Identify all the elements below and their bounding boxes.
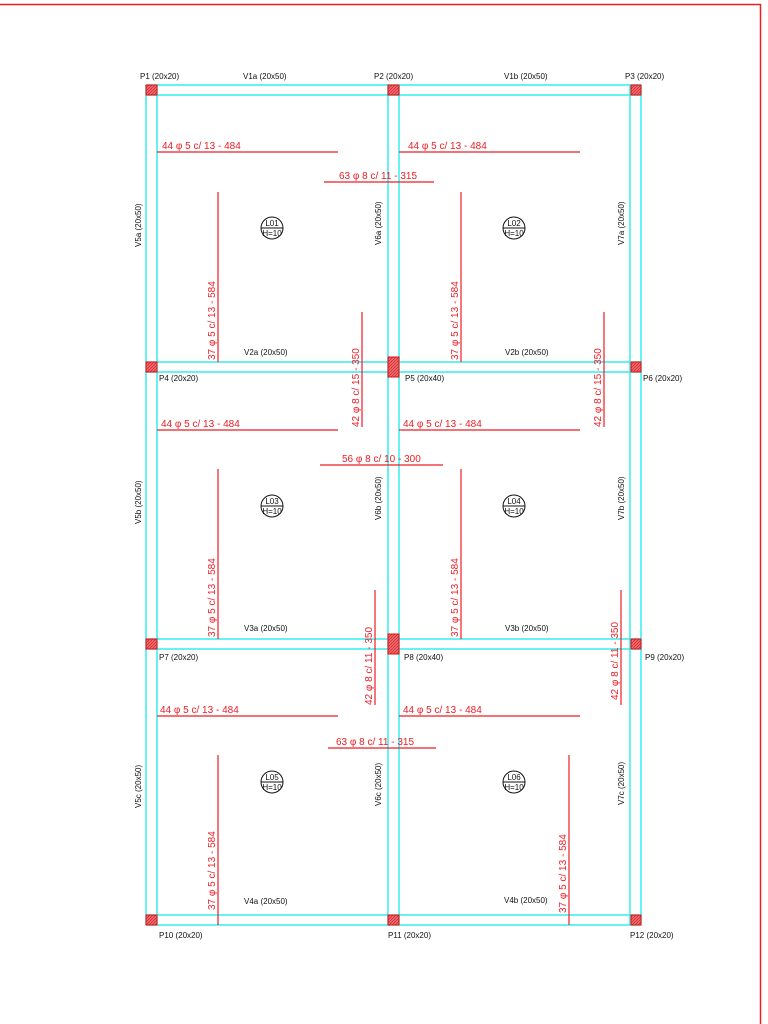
column-p9 (630, 638, 642, 650)
beam-label-v6a: V6a (20x50) (374, 201, 383, 245)
rebar-label-neg-v2-right: 42 φ 8 c/ 15 - 350 (593, 348, 604, 427)
column-p8 (387, 633, 400, 655)
rebar-label-l03-horiz: 44 φ 5 c/ 13 - 484 (161, 419, 240, 430)
rebar-label-neg-v2-left: 42 φ 8 c/ 15 - 350 (351, 348, 362, 427)
rebar-label-l02-vert: 37 φ 5 c/ 13 - 584 (450, 281, 461, 360)
beam-label-v7a: V7a (20x50) (617, 201, 626, 245)
slab-marker-l06: L06 H=10 (502, 770, 526, 794)
column-label-p9: P9 (20x20) (645, 653, 684, 662)
slab-name-l02: L02 (507, 219, 521, 228)
column-label-p12: P12 (20x20) (630, 931, 674, 940)
slab-thickness-l04: H=10 (504, 507, 524, 516)
slab-marker-l03: L03 H=10 (260, 494, 284, 518)
rebar-label-l03-vert: 37 φ 5 c/ 13 - 584 (207, 558, 218, 637)
beam-label-v1a: V1a (20x50) (243, 72, 287, 81)
rebar-label-neg-v3-right: 42 φ 8 c/ 11 - 350 (610, 622, 621, 700)
slab-marker-l05: L05 H=10 (260, 770, 284, 794)
column-label-p4: P4 (20x20) (159, 374, 198, 383)
slab-thickness-l05: H=10 (262, 783, 282, 792)
beam-label-v4a: V4a (20x50) (244, 897, 288, 906)
beam-label-v2b: V2b (20x50) (505, 348, 549, 357)
beam-label-v1b: V1b (20x50) (504, 72, 548, 81)
column-p2 (387, 84, 400, 96)
column-label-p3: P3 (20x20) (625, 72, 664, 81)
rebar-label-l04-vert: 37 φ 5 c/ 13 - 584 (450, 558, 461, 637)
column-label-p1: P1 (20x20) (140, 72, 179, 81)
column-labels: P1 (20x20) P2 (20x20) P3 (20x20) P4 (20x… (140, 72, 684, 940)
slab-marker-l02: L02 H=10 (502, 216, 526, 240)
beam-label-v3a: V3a (20x50) (244, 624, 288, 633)
beam-label-v3b: V3b (20x50) (505, 624, 549, 633)
beam-label-v5c: V5c (20x50) (134, 765, 143, 808)
slab-thickness-l01: H=10 (262, 229, 282, 238)
rebar-label-l01-horiz: 44 φ 5 c/ 13 - 484 (162, 141, 241, 152)
drawing-frame (0, 3, 762, 1024)
slab-markers: L01 H=10 L02 H=10 L03 H=10 L04 H=10 L05 … (260, 216, 526, 794)
slab-marker-l04: L04 H=10 (502, 494, 526, 518)
beam-label-v4b: V4b (20x50) (504, 896, 548, 905)
column-label-p8: P8 (20x40) (404, 653, 443, 662)
beam-lines (145, 84, 642, 926)
slab-name-l06: L06 (507, 773, 521, 782)
column-label-p6: P6 (20x20) (643, 374, 682, 383)
rebar-label-l06-horiz: 44 φ 5 c/ 13 - 484 (403, 705, 482, 716)
columns (145, 84, 642, 926)
column-p12 (630, 914, 642, 926)
beam-label-v5a: V5a (20x50) (134, 203, 143, 247)
rebar-lines (157, 151, 622, 925)
slab-name-l05: L05 (265, 773, 279, 782)
slab-name-l03: L03 (265, 497, 279, 506)
beam-label-v7c: V7c (20x50) (617, 762, 626, 805)
slab-name-l01: L01 (265, 219, 279, 228)
beam-label-v2a: V2a (20x50) (244, 348, 288, 357)
column-p5 (387, 356, 400, 378)
column-p3 (630, 84, 642, 96)
beam-label-v6b: V6b (20x50) (374, 476, 383, 520)
column-p4 (145, 361, 158, 373)
rebar-label-neg-bottom-mid: 63 φ 8 c/ 11 - 315 (336, 737, 414, 748)
column-label-p2: P2 (20x20) (374, 72, 413, 81)
slab-thickness-l02: H=10 (504, 229, 524, 238)
rebar-label-l05-vert: 37 φ 5 c/ 13 - 584 (207, 831, 218, 910)
beam-labels-vertical: V5a (20x50) V5b (20x50) V5c (20x50) V6a … (134, 201, 626, 808)
beam-labels-horizontal: V1a (20x50) V1b (20x50) V2a (20x50) V2b … (243, 72, 549, 906)
rebar-label-l01-vert: 37 φ 5 c/ 13 - 584 (207, 281, 218, 360)
beam-label-v6c: V6c (20x50) (374, 763, 383, 806)
rebar-label-neg-top-mid: 63 φ 8 c/ 11 - 315 (339, 171, 417, 182)
rebar-label-l04-horiz: 44 φ 5 c/ 13 - 484 (403, 419, 482, 430)
rebar-label-l02-horiz: 44 φ 5 c/ 13 - 484 (408, 141, 487, 152)
slab-thickness-l06: H=10 (504, 783, 524, 792)
rebar-label-l05-horiz: 44 φ 5 c/ 13 - 484 (160, 705, 239, 716)
column-p1 (145, 84, 158, 96)
column-label-p7: P7 (20x20) (159, 653, 198, 662)
column-label-p10: P10 (20x20) (159, 931, 203, 940)
column-p6 (630, 361, 642, 373)
column-p10 (145, 914, 158, 926)
slab-thickness-l03: H=10 (262, 507, 282, 516)
column-label-p11: P11 (20x20) (388, 931, 431, 940)
column-label-p5: P5 (20x40) (405, 374, 444, 383)
rebar-label-l06-vert: 37 φ 5 c/ 13 - 584 (558, 834, 569, 913)
rebar-label-neg-v3-left: 42 φ 8 c/ 11 - 350 (364, 627, 375, 705)
beam-label-v7b: V7b (20x50) (617, 476, 626, 520)
beam-label-v5b: V5b (20x50) (134, 480, 143, 524)
slab-name-l04: L04 (507, 497, 521, 506)
column-p7 (145, 638, 158, 650)
column-p11 (387, 914, 400, 926)
rebar-label-neg-middle-mid: 56 φ 8 c/ 10 - 300 (342, 454, 421, 465)
slab-marker-l01: L01 H=10 (260, 216, 284, 240)
rebar-labels: 44 φ 5 c/ 13 - 484 44 φ 5 c/ 13 - 484 44… (160, 141, 621, 913)
